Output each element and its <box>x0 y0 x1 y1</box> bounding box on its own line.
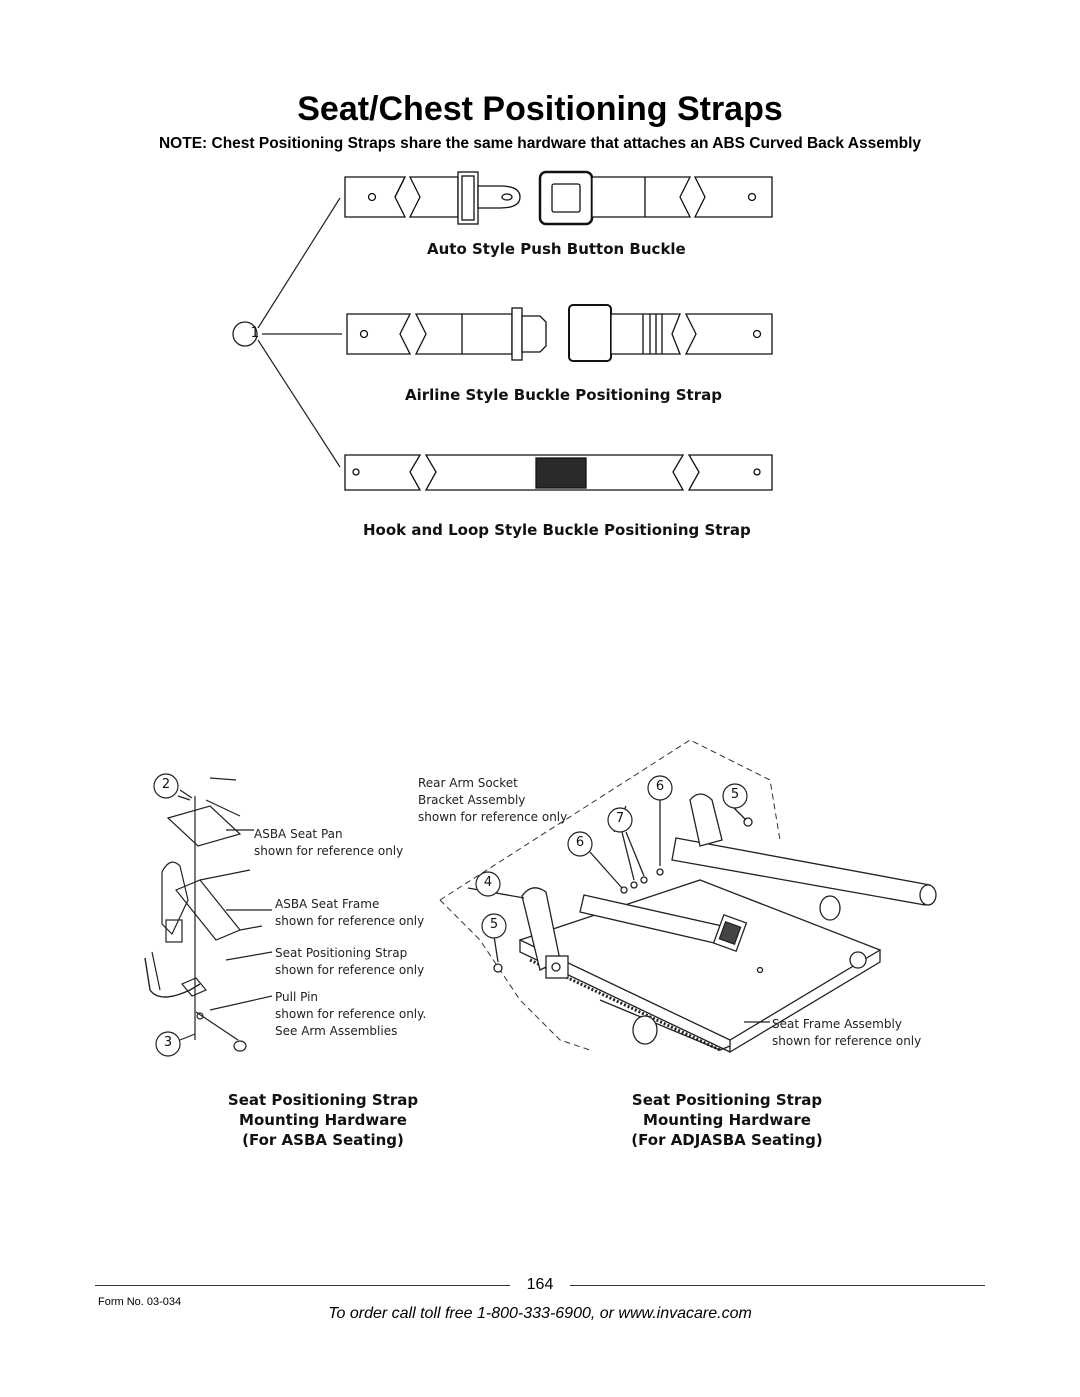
callout-3 <box>155 1031 181 1057</box>
footer-rule-right <box>570 1285 985 1286</box>
auto-buckle-label: Auto Style Push Button Buckle <box>427 240 686 258</box>
callout-7-label: 7 <box>615 811 625 826</box>
hook-loop-label: Hook and Loop Style Buckle Positioning S… <box>363 521 751 539</box>
order-info: To order call toll free 1-800-333-6900, … <box>328 1305 752 1322</box>
callout-6a <box>567 831 593 857</box>
callout-1 <box>232 321 258 347</box>
callout-2-label: 2 <box>161 777 171 792</box>
hook-loop-strap <box>344 454 773 491</box>
callout-1-label: 1 <box>250 325 260 341</box>
rear-arm-socket-caption: Rear Arm Socket Bracket Assembly shown f… <box>418 776 568 824</box>
callout-5b <box>722 783 748 809</box>
callout-5a <box>481 913 507 939</box>
page-number: 164 <box>526 1276 554 1293</box>
callout-4-label: 4 <box>483 875 493 890</box>
callout-7 <box>607 807 633 833</box>
footer-rule-left <box>95 1285 510 1286</box>
callout-4 <box>475 871 501 897</box>
seat-frame-assembly-caption: Seat Frame Assembly shown for reference … <box>772 1017 922 1048</box>
callout-6b-label: 6 <box>655 779 665 794</box>
callout-2 <box>153 773 179 799</box>
callout-5b-label: 5 <box>730 787 740 802</box>
page-title: Seat/Chest Positioning Straps <box>297 90 783 128</box>
callout-6b <box>647 775 673 801</box>
page-note: NOTE: Chest Positioning Straps share the… <box>158 135 922 152</box>
callout-3-label: 3 <box>163 1035 173 1050</box>
callout-5a-label: 5 <box>489 917 499 932</box>
airline-buckle-strap <box>346 304 773 362</box>
asba-strap-caption: Seat Positioning Strap shown for referen… <box>275 946 425 977</box>
asba-pull-pin-caption: Pull Pin shown for reference only. See A… <box>275 990 427 1038</box>
form-number: Form No. 03-034 <box>98 1296 182 1308</box>
asba-seat-pan-caption: ASBA Seat Pan shown for reference only <box>254 827 404 858</box>
airline-buckle-label: Airline Style Buckle Positioning Strap <box>405 386 722 404</box>
asba-seat-frame-caption: ASBA Seat Frame shown for reference only <box>275 897 425 928</box>
adjasba-hardware-heading: Seat Positioning Strap Mounting Hardware… <box>631 1091 823 1149</box>
callout-6a-label: 6 <box>575 835 585 850</box>
auto-buckle-strap <box>344 170 773 226</box>
asba-hardware-heading: Seat Positioning Strap Mounting Hardware… <box>227 1091 419 1149</box>
